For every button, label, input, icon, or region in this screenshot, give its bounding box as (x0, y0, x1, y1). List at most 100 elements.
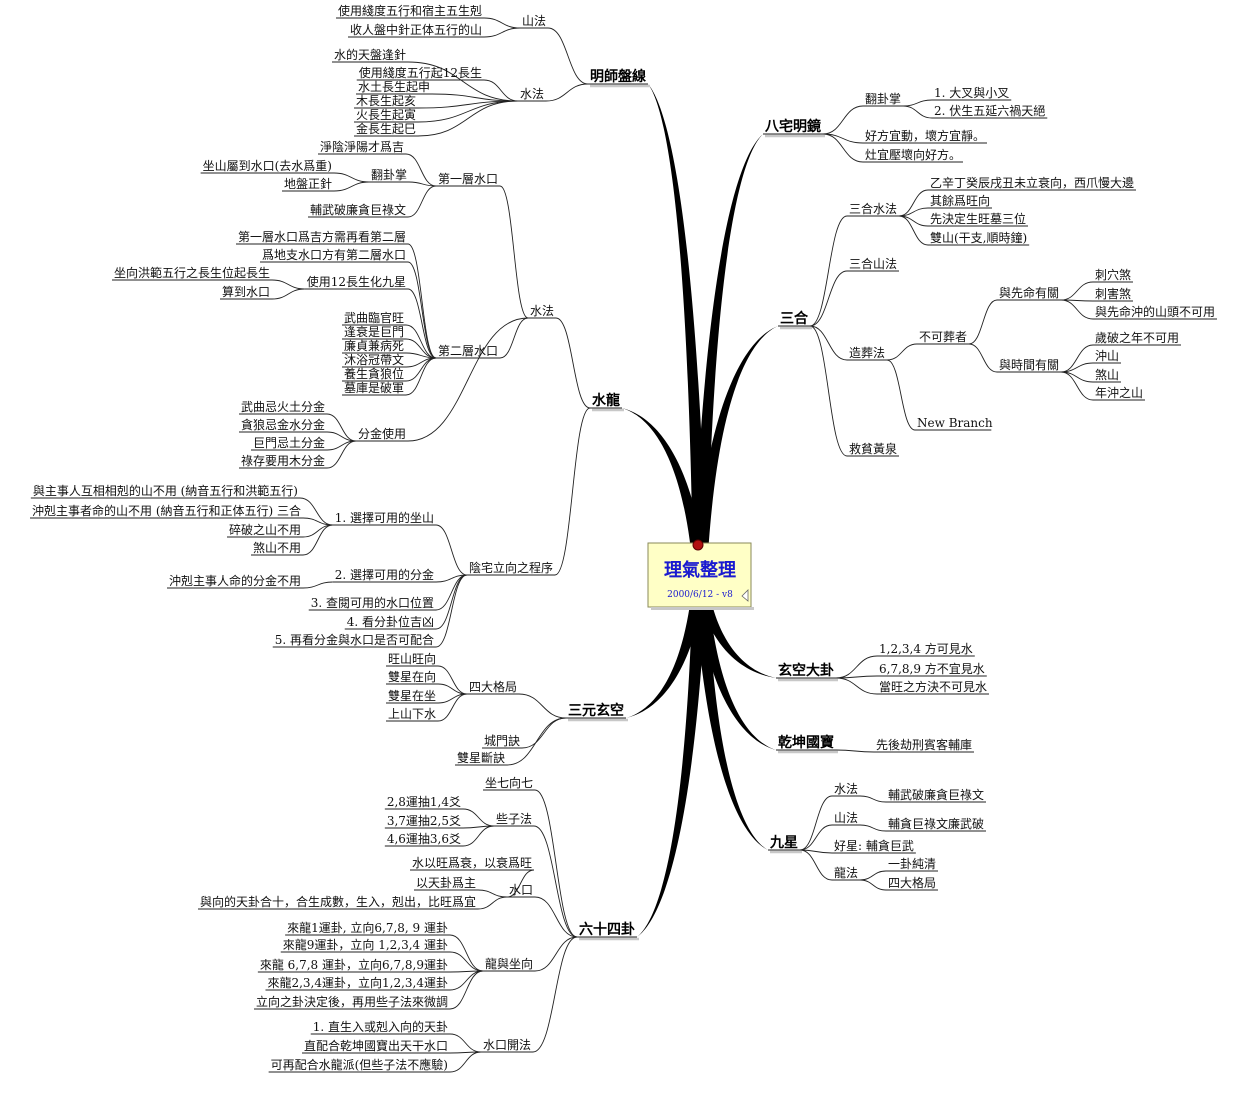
node-b3-0-3[interactable]: 上山下水 (385, 707, 438, 722)
node-b2-0-1-5[interactable]: 廉貞兼病死 (341, 338, 406, 354)
node-b6-2-0-0-0[interactable]: 刺穴煞 (1093, 267, 1134, 283)
node-b6-2-1[interactable]: New Branch (915, 416, 993, 431)
main-branch-b7[interactable]: 玄空大卦 (776, 662, 838, 682)
node-b2-1[interactable]: 陰宅立向之程序 (466, 560, 555, 576)
node-b6-2-0-1-0[interactable]: 歲破之年不可用 (1093, 330, 1182, 346)
node-b6-0-1[interactable]: 其餘爲旺向 (928, 193, 993, 209)
node-b4-3-1[interactable]: 來龍9運卦，立向 1,2,3,4 運卦 (280, 937, 450, 953)
node-b2-0-2-1[interactable]: 貪狼忌金水分金 (238, 417, 327, 433)
node-b2-1-0-0[interactable]: 與主事人互相相剋的山不用 (納音五行和洪範五行) (30, 483, 300, 499)
node-b2-0-0-0[interactable]: 淨陰淨陽才爲吉 (317, 140, 406, 155)
node-b8-0[interactable]: 先後劫刑賓客輔庫 (874, 737, 975, 753)
node-b2-0-0-1-0[interactable]: 坐山屬到水口(去水爲重) (200, 159, 334, 174)
node-b2-1-0-3[interactable]: 煞山不用 (250, 541, 303, 556)
node-b2-0-1-8[interactable]: 墓庫是破軍 (341, 380, 406, 396)
node-b6-0-2[interactable]: 先決定生旺墓三位 (928, 211, 1029, 227)
central-topic[interactable]: 理氣整理 2000/6/12 - v8 (647, 539, 754, 610)
node-b6-2-0[interactable]: 不可葬者 (917, 330, 970, 345)
node-b3-0-2[interactable]: 雙星在坐 (385, 689, 438, 704)
main-branch-b8[interactable]: 乾坤國寶 (776, 734, 838, 754)
node-b9-0-0[interactable]: 輔武破廉貪巨祿文 (886, 787, 987, 803)
node-b2-1-1[interactable]: 2. 選擇可用的分金 (332, 567, 436, 583)
node-b2-1-2[interactable]: 3. 查閱可用的水口位置 (308, 595, 436, 611)
node-b2-0-1-1[interactable]: 爲地支水口方有第二層水口 (259, 247, 408, 263)
node-b4-4[interactable]: 水口開法 (480, 1038, 533, 1053)
node-b4-3-2[interactable]: 來龍 6,7,8 運卦，立向6,7,8,9運卦 (257, 957, 450, 973)
node-b4-2-1[interactable]: 以天卦爲主 (413, 876, 478, 891)
node-b1-1-5[interactable]: 金長生起巳 (353, 121, 418, 137)
node-b6-2-0-1-1[interactable]: 沖山 (1093, 349, 1122, 364)
node-b3-0[interactable]: 四大格局 (466, 679, 519, 695)
node-b3-2[interactable]: 雙星斷訣 (454, 750, 507, 766)
node-b4-0[interactable]: 坐七向七 (482, 775, 535, 791)
node-b2-0-2-2[interactable]: 巨門忌土分金 (250, 435, 327, 451)
node-b4-3[interactable]: 龍與坐向 (482, 956, 535, 972)
main-branch-b3[interactable]: 三元玄空 (566, 702, 628, 722)
node-b2-0-0-1-1[interactable]: 地盤正針 (281, 176, 334, 192)
node-b6-1[interactable]: 三合山法 (847, 256, 900, 272)
node-b2-1-0-2[interactable]: 碎破之山不用 (226, 522, 303, 538)
node-b1-0-1[interactable]: 收人盤中針正体五行的山 (347, 22, 484, 38)
node-b5-2[interactable]: 灶宜壓壞向好方。 (863, 147, 964, 163)
node-b3-0-0[interactable]: 旺山旺向 (385, 651, 438, 667)
node-b2-0-1-6[interactable]: 沐浴冠帶文 (341, 352, 406, 368)
node-b4-3-4[interactable]: 立向之卦決定後，再用些子法來微調 (253, 994, 450, 1010)
node-b1-1-2[interactable]: 水土長生起申 (355, 80, 432, 95)
node-b4-1-0[interactable]: 2,8運抽1,4爻 (384, 795, 463, 810)
node-b2-1-0-1[interactable]: 沖剋主事者命的山不用 (納音五行和正体五行) 三合 (30, 503, 303, 519)
node-b1-0-0[interactable]: 使用綫度五行和宿主五生剋 (335, 3, 484, 19)
node-b9-3-1[interactable]: 四大格局 (886, 875, 939, 891)
node-b2-0[interactable]: 水法 (527, 304, 556, 319)
node-b6-0-3[interactable]: 雙山(干支,順時鐘) (928, 230, 1030, 246)
node-b4-1-2[interactable]: 4,6運抽3,6爻 (384, 832, 463, 847)
node-b2-1-0[interactable]: 1. 選擇可用的坐山 (332, 510, 436, 526)
node-b6-2-0-0-1[interactable]: 刺害煞 (1093, 286, 1134, 302)
node-b7-1[interactable]: 6,7,8,9 方不宜見水 (877, 661, 987, 677)
main-branch-b1[interactable]: 明師盤線 (588, 68, 650, 88)
node-b2-0-1-4[interactable]: 逢衰是巨門 (341, 324, 406, 340)
node-b4-4-1[interactable]: 直配合乾坤國寶出天干水口 (301, 1038, 450, 1054)
node-b4-2-2[interactable]: 與向的天卦合十，合生成數，生入，剋出，比旺爲宜 (197, 894, 478, 910)
node-b2-0-1[interactable]: 第二層水口 (435, 344, 500, 359)
node-b3-1[interactable]: 城門訣 (481, 733, 522, 749)
main-branch-b6[interactable]: 三合 (778, 310, 812, 330)
node-b6-2-0-1-3[interactable]: 年沖之山 (1093, 386, 1146, 401)
node-b6-2-0-0[interactable]: 與先命有關 (997, 285, 1062, 301)
node-b6-3[interactable]: 救貧黃泉 (847, 441, 900, 457)
node-b5-1[interactable]: 好方宜動，壞方宜靜。 (863, 128, 988, 144)
node-b6-0[interactable]: 三合水法 (847, 201, 900, 217)
node-b2-0-1-7[interactable]: 養生貪狼位 (341, 366, 406, 382)
node-b7-2[interactable]: 當旺之方決不可見水 (877, 679, 990, 695)
node-b6-2[interactable]: 造葬法 (847, 346, 888, 361)
node-b1-1-1[interactable]: 使用綫度五行起12長生 (356, 65, 484, 81)
node-b9-0[interactable]: 水法 (832, 782, 861, 797)
node-b6-2-0-0-2[interactable]: 與先命沖的山頭不可用 (1093, 304, 1218, 320)
node-b2-1-3[interactable]: 4. 看分卦位吉凶 (344, 614, 436, 630)
main-branch-b4[interactable]: 六十四卦 (577, 921, 639, 941)
node-b9-3[interactable]: 龍法 (832, 865, 861, 881)
main-branch-b2[interactable]: 水龍 (590, 392, 624, 412)
node-b9-1[interactable]: 山法 (832, 811, 861, 826)
node-b2-0-2[interactable]: 分金使用 (355, 426, 408, 442)
node-b4-1[interactable]: 些子法 (493, 812, 534, 827)
node-b2-0-1-2-1[interactable]: 算到水口 (219, 284, 272, 300)
node-b4-1-1[interactable]: 3,7運抽2,5爻 (384, 814, 463, 829)
node-b9-2[interactable]: 好星: 輔貪巨武 (832, 838, 916, 854)
node-b2-0-1-2-0[interactable]: 坐向洪範五行之長生位起長生 (111, 265, 272, 281)
node-b4-2-0[interactable]: 水以旺爲衰，以衰爲旺 (409, 855, 534, 871)
node-b2-1-1-0[interactable]: 沖剋主事人命的分金不用 (166, 573, 303, 589)
node-b4-3-0[interactable]: 來龍1運卦, 立向6,7,8, 9 運卦 (285, 920, 450, 936)
node-b6-0-0[interactable]: 乙辛丁癸辰戌丑未立衰向，西爪慢大邊 (928, 175, 1137, 191)
node-b5-0-1[interactable]: 2. 伏生五延六禍天絕 (932, 103, 1048, 119)
node-b7-0[interactable]: 1,2,3,4 方可見水 (877, 641, 975, 657)
node-b5-0-0[interactable]: 1. 大叉與小叉 (932, 86, 1012, 101)
node-b1-1[interactable]: 水法 (517, 87, 546, 102)
node-b4-2[interactable]: 水口 (506, 883, 535, 898)
node-b4-4-0[interactable]: 1. 直生入或剋入向的天卦 (310, 1019, 450, 1035)
node-b4-4-2[interactable]: 可再配合水龍派(但些子法不應驗) (268, 1057, 450, 1073)
main-branch-b5[interactable]: 八宅明鏡 (763, 118, 825, 138)
node-b2-0-0-1[interactable]: 翻卦掌 (368, 168, 409, 183)
main-branch-b9[interactable]: 九星 (768, 835, 802, 854)
node-b9-1-0[interactable]: 輔貪巨祿文廉武破 (886, 816, 987, 832)
node-b2-0-0-2[interactable]: 輔武破廉貪巨祿文 (307, 202, 408, 218)
